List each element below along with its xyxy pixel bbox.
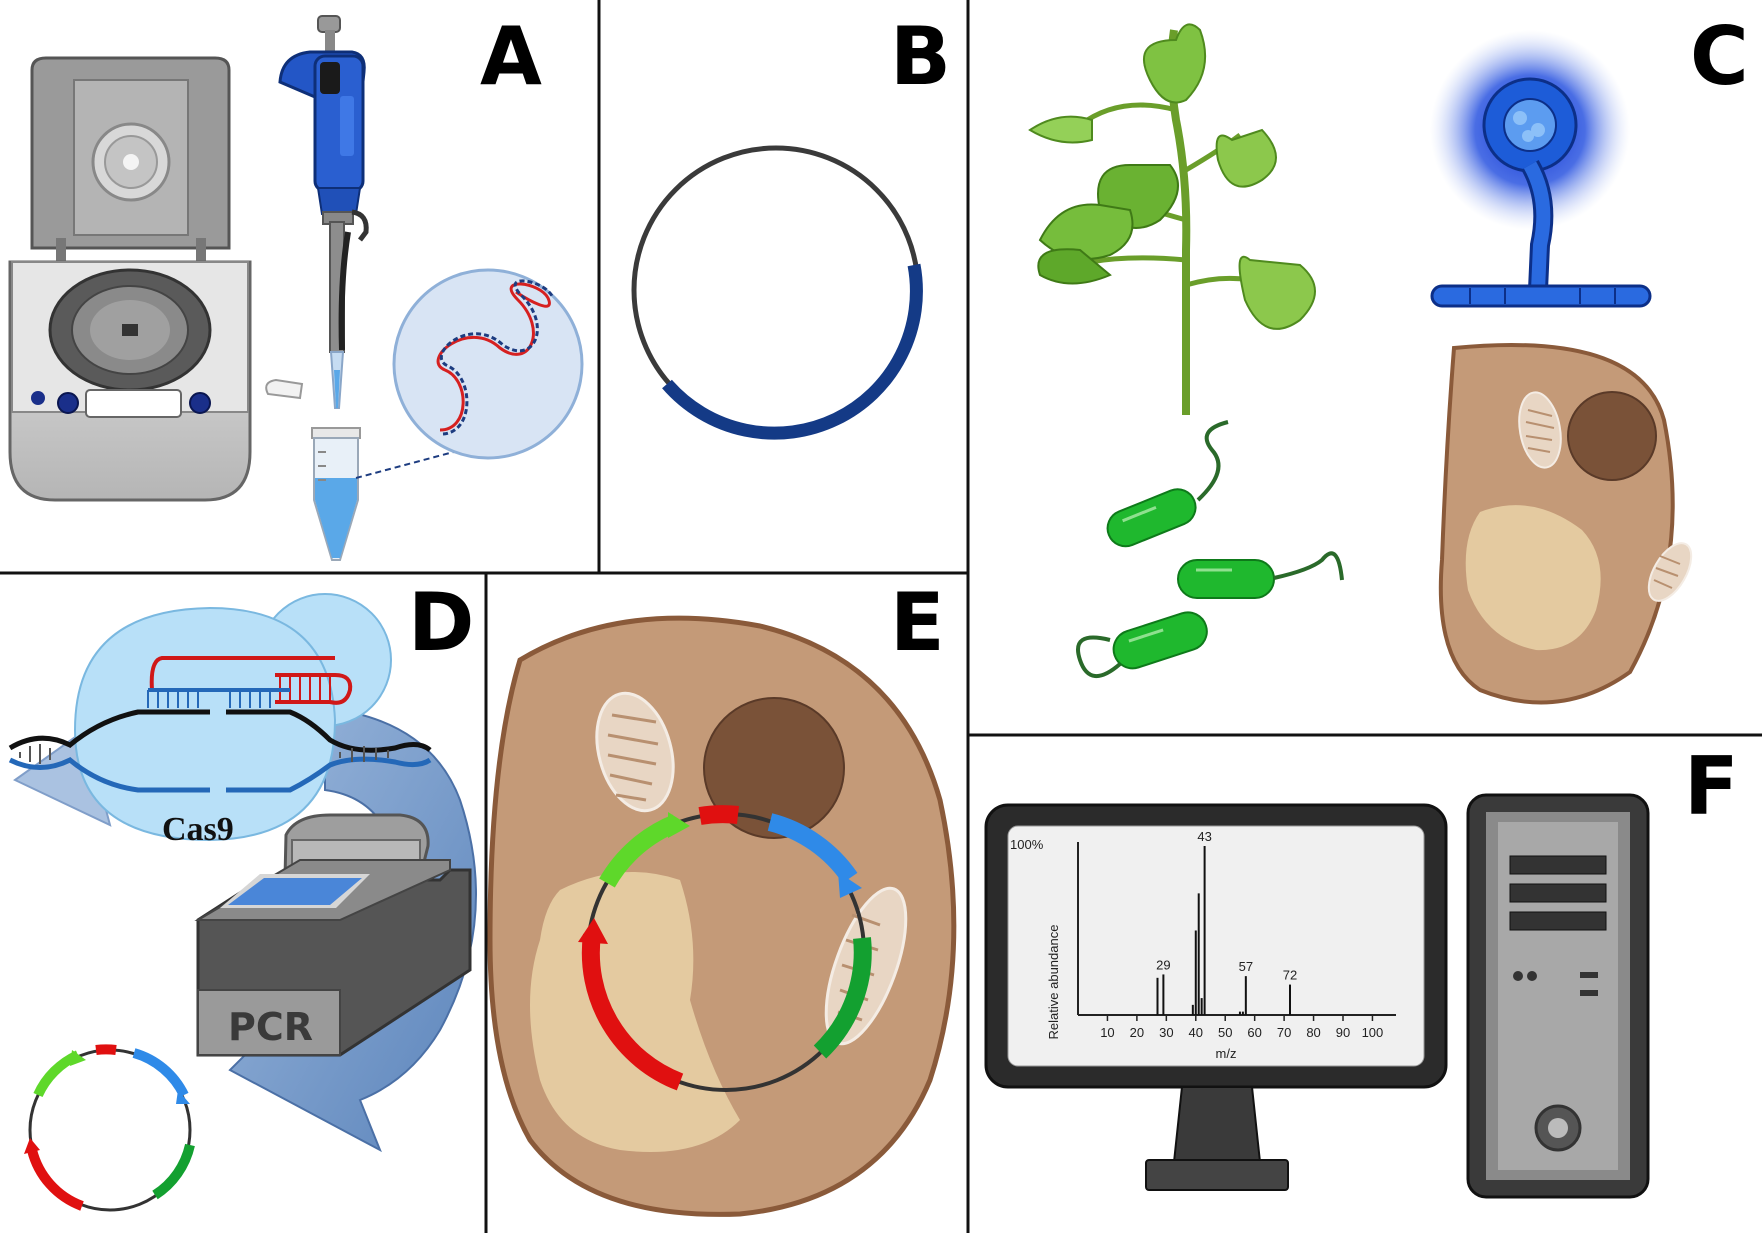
cas9-label: Cas9 bbox=[162, 811, 234, 848]
chart-peak-label: 43 bbox=[1197, 829, 1211, 844]
chart-x-axis-label: m/z bbox=[1216, 1046, 1237, 1061]
panel-label-f: F bbox=[1684, 740, 1739, 833]
computer-tower-icon bbox=[1466, 793, 1650, 1199]
mass-spectrum-chart: 100% Relative abundance 10 20 30 40 50 60 70 80… bbox=[1010, 829, 1396, 1061]
panel-d: Cas9 PCR D bbox=[8, 576, 477, 1212]
centrifuge-icon bbox=[8, 56, 252, 502]
plant-icon bbox=[1028, 23, 1316, 415]
chart-y-top-label: 100% bbox=[1010, 837, 1044, 852]
pcr-machine-icon: PCR bbox=[194, 813, 472, 1057]
panel-label-b: B bbox=[890, 10, 951, 103]
chart-x-tick-label: 100 bbox=[1362, 1025, 1384, 1040]
plasmid-icon bbox=[631, 145, 923, 440]
panel-label-c: C bbox=[1690, 10, 1749, 103]
mitochondria-icon bbox=[595, 691, 675, 813]
panel-e: E bbox=[487, 576, 957, 1217]
mitochondria-icon bbox=[1518, 391, 1562, 469]
chart-peak-label: 72 bbox=[1283, 968, 1297, 983]
chart-x-tick-label: 80 bbox=[1306, 1025, 1320, 1040]
dna-icon bbox=[392, 268, 584, 460]
fungus-icon bbox=[1430, 30, 1652, 308]
panel-f: 100% Relative abundance 10 20 30 40 50 60 70 80… bbox=[984, 740, 1739, 1199]
tube-icon bbox=[265, 378, 361, 561]
mitochondria-icon bbox=[1647, 542, 1693, 602]
panel-label-a: A bbox=[480, 10, 542, 103]
panel-b: B bbox=[631, 10, 951, 440]
chart-x-tick-label: 60 bbox=[1247, 1025, 1261, 1040]
panel-label-d: D bbox=[408, 576, 474, 669]
cell-icon bbox=[487, 615, 957, 1217]
chart-peak-labels: 29 43 57 72 bbox=[1156, 829, 1297, 983]
plasmid-small-icon bbox=[24, 1044, 195, 1212]
chart-x-tick-label: 10 bbox=[1100, 1025, 1114, 1040]
panel-a: A bbox=[8, 10, 584, 561]
pcr-label: PCR bbox=[228, 1005, 313, 1049]
chart-peak-label: 57 bbox=[1239, 959, 1253, 974]
pipette-icon bbox=[278, 15, 369, 409]
bacteria-icon bbox=[1076, 420, 1344, 678]
chart-peaks bbox=[1156, 846, 1291, 1015]
cas9-icon: Cas9 bbox=[8, 593, 432, 848]
monitor-icon bbox=[984, 803, 1448, 1191]
chart-x-tick-label: 50 bbox=[1218, 1025, 1232, 1040]
chart-peak-label: 29 bbox=[1156, 957, 1170, 972]
chart-x-tick-label: 40 bbox=[1189, 1025, 1203, 1040]
chart-x-tick-label: 70 bbox=[1277, 1025, 1291, 1040]
panel-label-e: E bbox=[890, 576, 945, 669]
panel-c: C bbox=[1028, 10, 1749, 705]
chart-x-tick-label: 30 bbox=[1159, 1025, 1173, 1040]
chart-x-ticks: 10 20 30 40 50 60 70 80 90 100 bbox=[1100, 1015, 1383, 1040]
cell-icon bbox=[1438, 343, 1693, 705]
chart-y-axis-label: Relative abundance bbox=[1046, 925, 1061, 1040]
plasmid-icon bbox=[578, 805, 872, 1092]
chart-x-tick-label: 90 bbox=[1336, 1025, 1350, 1040]
chart-x-tick-label: 20 bbox=[1130, 1025, 1144, 1040]
